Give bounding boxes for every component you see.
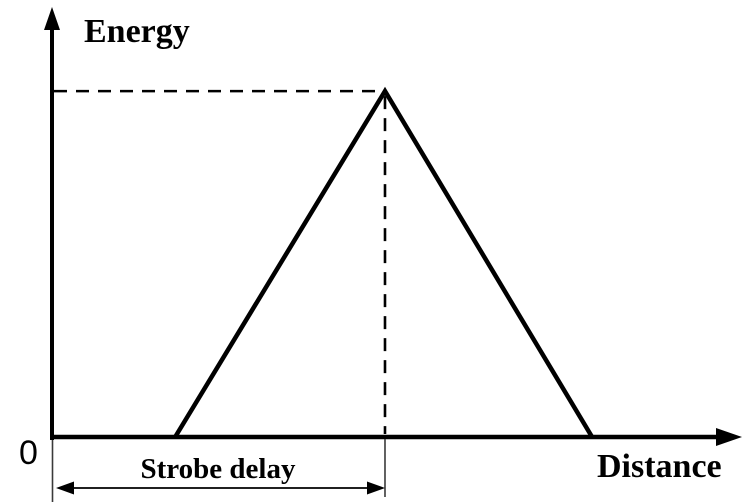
origin-label: 0 [19,434,38,472]
strobe-delay-label: Strobe delay [141,453,296,485]
energy-pulse-curve [173,86,595,439]
y-axis-arrowhead [44,7,60,30]
y-axis-label: Energy [84,13,190,50]
x-axis-arrowhead [716,428,742,446]
x-axis-label: Distance [597,448,722,485]
strobe-delay-right-arrowhead [366,481,385,495]
strobe-delay-arrow [56,481,385,495]
strobe-delay-left-arrowhead [56,481,74,495]
